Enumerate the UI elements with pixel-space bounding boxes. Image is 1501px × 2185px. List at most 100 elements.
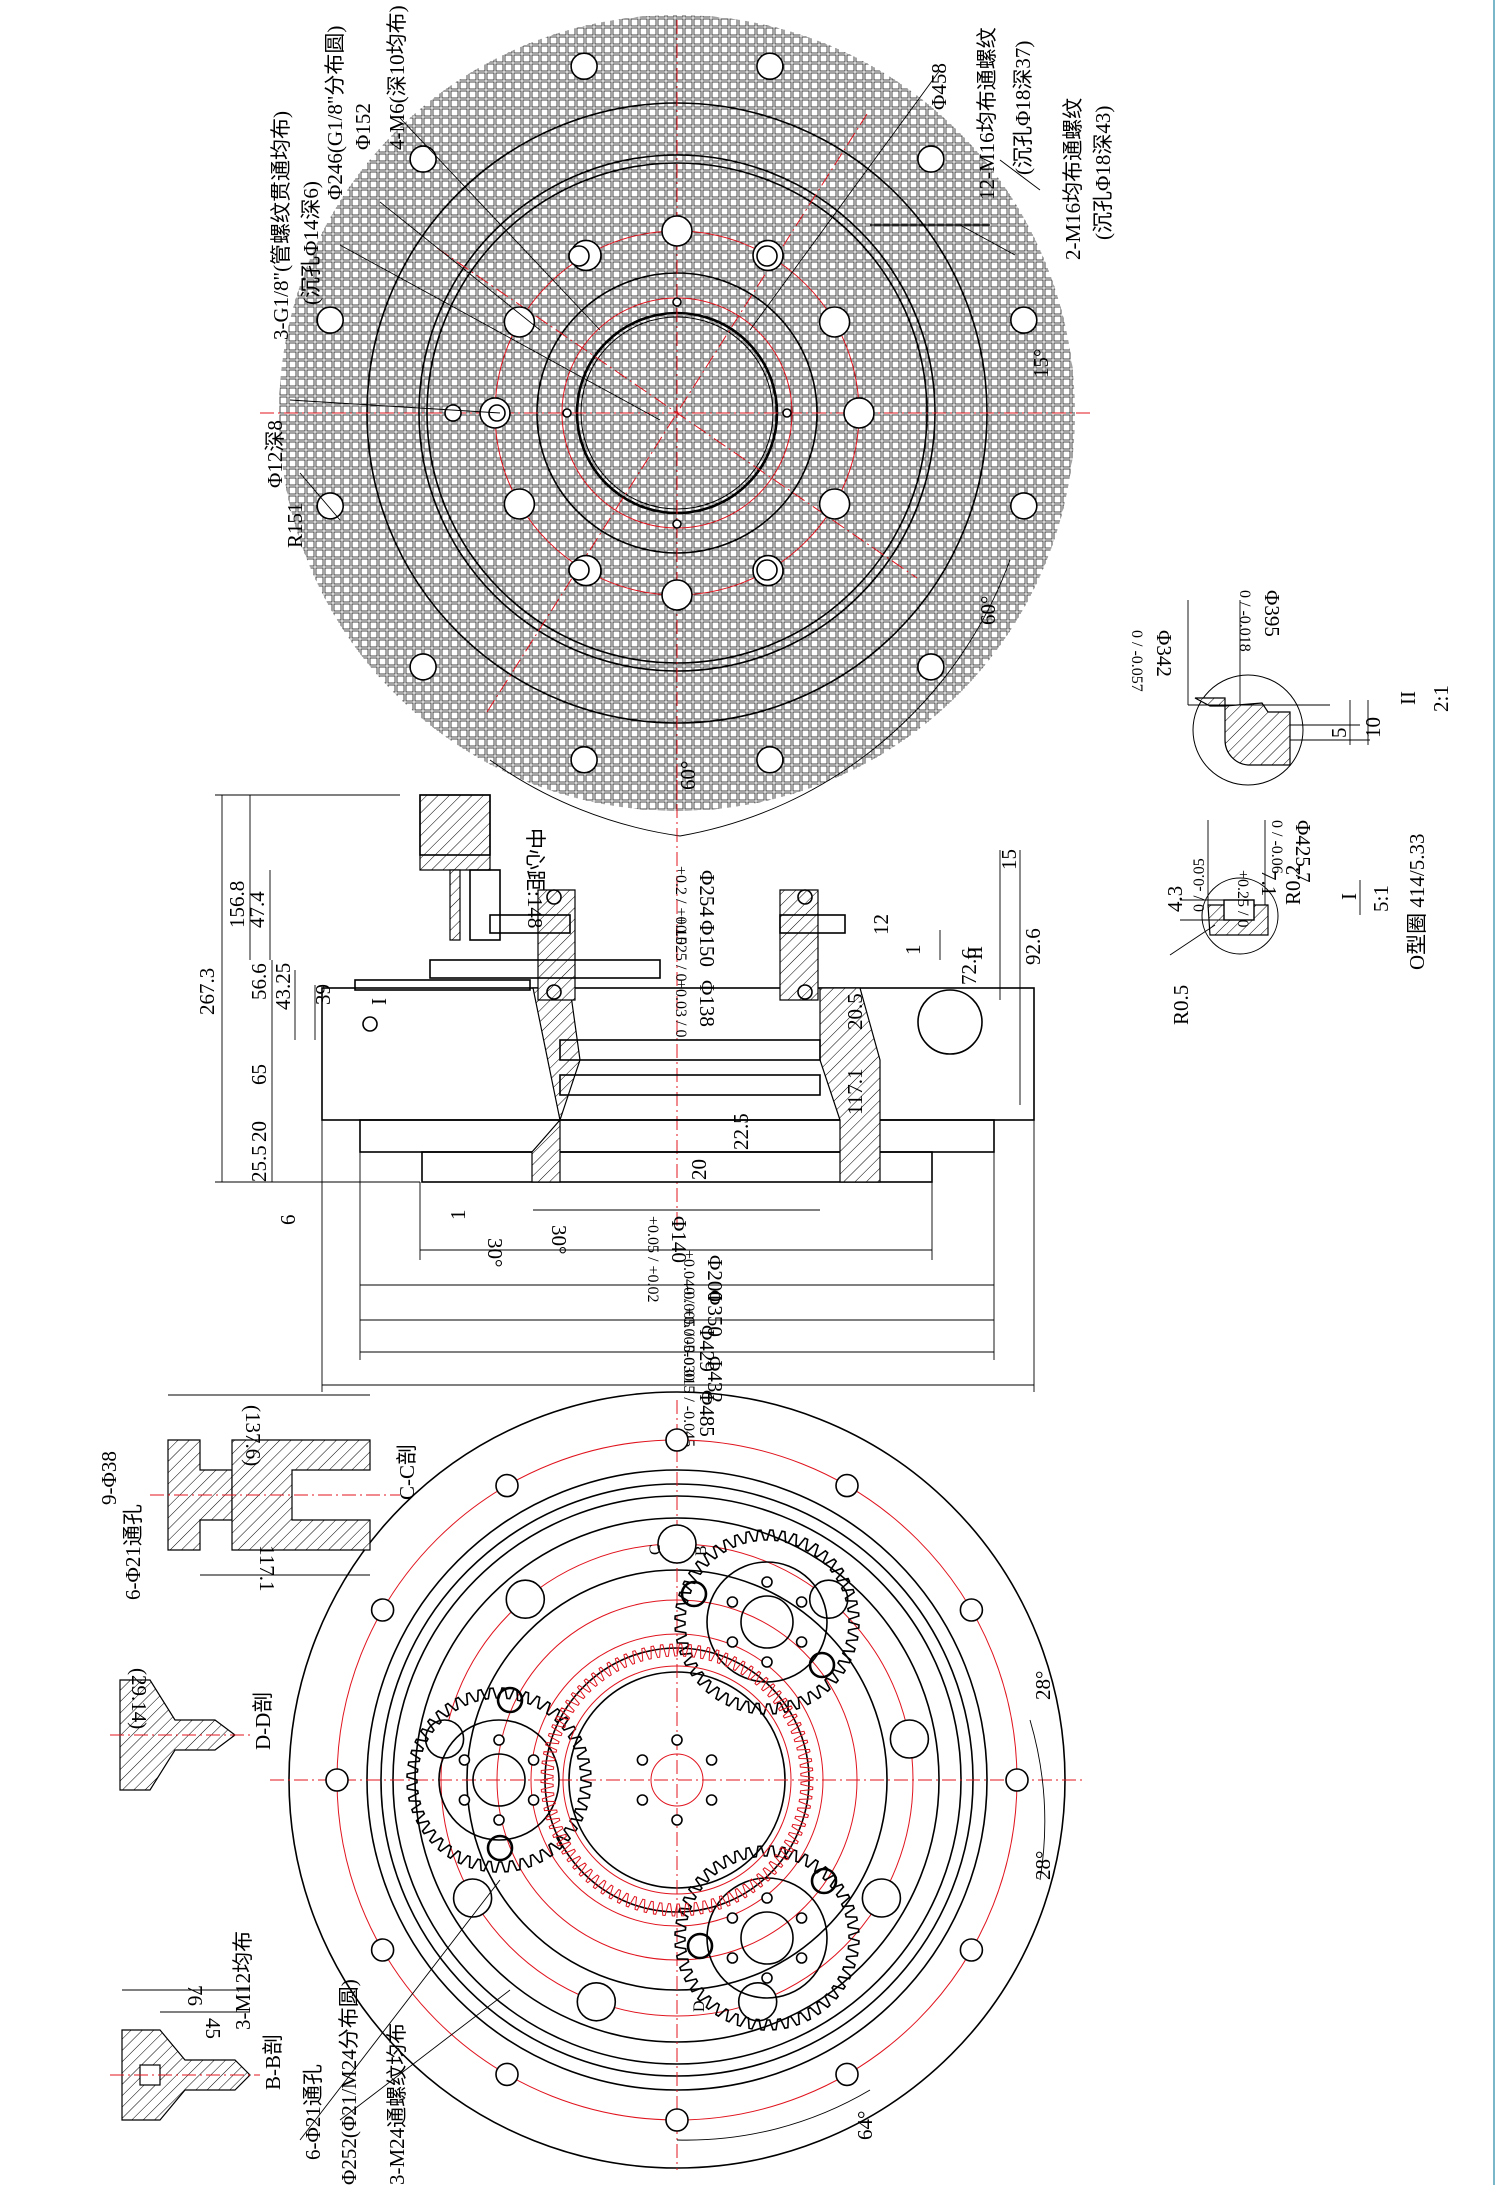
label-a64: 64°	[853, 2111, 877, 2140]
label-oring: O型圈 414/5.33	[1405, 834, 1429, 971]
label-d12: Φ12深8	[263, 420, 287, 488]
gear-bolt	[795, 1912, 808, 1924]
label-h566: 56.6	[247, 963, 271, 1000]
label-d200: Φ200	[703, 1255, 727, 1302]
mount-hole	[452, 1878, 493, 1918]
bolt-hole	[917, 145, 945, 173]
label-d138: Φ138	[695, 980, 719, 1027]
bolt-hole	[665, 2108, 689, 2132]
gear-bolt	[527, 1794, 540, 1806]
gear-hub	[650, 1753, 704, 1807]
gear-bolt	[493, 1814, 505, 1826]
bolt-hole	[959, 1598, 984, 1622]
gear-hub	[740, 1911, 794, 1965]
gear-bolt	[761, 1892, 773, 1904]
gear-teeth	[406, 1687, 592, 1873]
gear-hub	[562, 1665, 792, 1895]
gear-bolt	[761, 1576, 773, 1588]
bolt-hole	[1009, 492, 1038, 520]
label-h6: 6	[276, 1215, 300, 1226]
gear-bolt	[458, 1754, 471, 1766]
label-l45: 45	[201, 2018, 225, 2039]
label-h255: 25.5	[247, 1145, 271, 1182]
pin-hole	[686, 1932, 714, 1960]
inner-hole	[503, 488, 536, 520]
label-i-scale: 5:1	[1369, 885, 1393, 912]
label-d395t: 0 / -0.018	[1236, 590, 1253, 652]
label-bb: B-B剖	[261, 2034, 285, 2090]
label-d38: 9-Φ38	[97, 1451, 121, 1505]
bolt-hole	[835, 1473, 859, 1498]
label-v10: 10	[1361, 717, 1385, 738]
label-d138t: +0.03 / 0	[672, 980, 689, 1037]
label-mI: I	[367, 998, 391, 1005]
gear-hub	[706, 1561, 828, 1683]
mount-hole	[889, 1719, 930, 1759]
label-d200t: +0.040 / +0.005	[680, 1250, 697, 1353]
label-v5: 5	[1327, 728, 1351, 739]
label-r225: 22.5	[729, 1113, 753, 1150]
label-d350t: -0.005 / -0.030	[680, 1286, 697, 1381]
label-h2673: 267.3	[195, 968, 219, 1015]
label-r1: 1	[901, 945, 925, 956]
gear-bolt	[795, 1952, 808, 1964]
inner-hole	[843, 397, 875, 429]
gear-hub	[472, 1753, 526, 1807]
gear-bolt	[726, 1952, 739, 1964]
label-a28a: 28°	[1031, 1671, 1055, 1700]
label-d252: Φ252(Φ21/M24分布圆)	[337, 1979, 361, 2185]
label-l1: 1	[446, 1210, 470, 1221]
bolt-hole	[370, 1938, 395, 1962]
gear-bolt	[726, 1912, 739, 1924]
section-bb: B-B剖 3-M12均布 76 45	[110, 1931, 285, 2121]
gear-bolt	[636, 1794, 649, 1806]
label-r205: 20.5	[843, 993, 867, 1030]
bolt-hole	[835, 2062, 859, 2087]
gear-bolt	[636, 1754, 649, 1766]
label-d150: Φ150	[695, 920, 719, 967]
gear-bolt	[795, 1596, 808, 1608]
label-m16d: (沉孔Φ18深43)	[1091, 106, 1115, 240]
gear-bolt	[726, 1596, 739, 1608]
detail-i: Φ425.7 0 / -0.06 7.1 +0.25 / 0 R0.2 4.3 …	[1163, 820, 1429, 1025]
bolt-hole	[570, 745, 598, 774]
mount-hole	[737, 1982, 778, 2022]
gear-bolt	[726, 1636, 739, 1648]
label-w71t: +0.25 / 0	[1234, 870, 1251, 927]
label-d395: Φ395	[1260, 590, 1284, 637]
label-h21: 6-Φ21通孔	[301, 2064, 325, 2160]
label-h1568: 156.8	[225, 881, 249, 928]
gear-bolt	[705, 1754, 718, 1766]
label-r02: R0.2	[1281, 865, 1305, 905]
gear-hub	[740, 1595, 794, 1649]
label-d150t: +0.025 / 0	[672, 916, 689, 981]
label-h65: 65	[247, 1064, 271, 1085]
label-d246: Φ246(G1/8"分布圆)	[323, 26, 347, 200]
label-d342: Φ342	[1152, 630, 1176, 677]
label-r726: 72.6	[957, 948, 981, 985]
gear-teeth	[540, 1643, 814, 1917]
label-a30a: 30°	[547, 1225, 571, 1254]
label-m6: 4-M6(深10均布)	[385, 5, 409, 150]
gear-bolt	[527, 1754, 540, 1766]
label-l1171: 117.1	[255, 1545, 279, 1591]
bolt-hole	[1009, 306, 1038, 334]
section-view: 中心距:148 267.3 156.8 47.4 56.6 43.25 39 6…	[195, 780, 1045, 1447]
label-d458: Φ458	[927, 63, 951, 110]
label-d4257: Φ425.7	[1291, 820, 1315, 883]
gear-bolt	[493, 1734, 505, 1746]
bottom-view: 28° 28° 64° C B D 6-Φ21通孔 Φ252(Φ21/M24分布…	[270, 1391, 1085, 2185]
pin-hole	[486, 1834, 514, 1862]
label-d140: Φ140	[667, 1216, 691, 1263]
label-a60b: 60°	[676, 761, 700, 790]
bolt-hole	[316, 492, 345, 520]
bolt-hole	[756, 52, 784, 80]
label-m16b: (沉孔Φ18深37)	[1011, 41, 1035, 175]
mount-hole	[505, 1579, 546, 1619]
label-d429: Φ429	[695, 1325, 719, 1372]
label-m12: 3-M12均布	[231, 1931, 255, 2030]
pin-hole	[810, 1867, 838, 1895]
label-a60a: 60°	[976, 596, 1000, 625]
mount-hole	[576, 1982, 617, 2022]
